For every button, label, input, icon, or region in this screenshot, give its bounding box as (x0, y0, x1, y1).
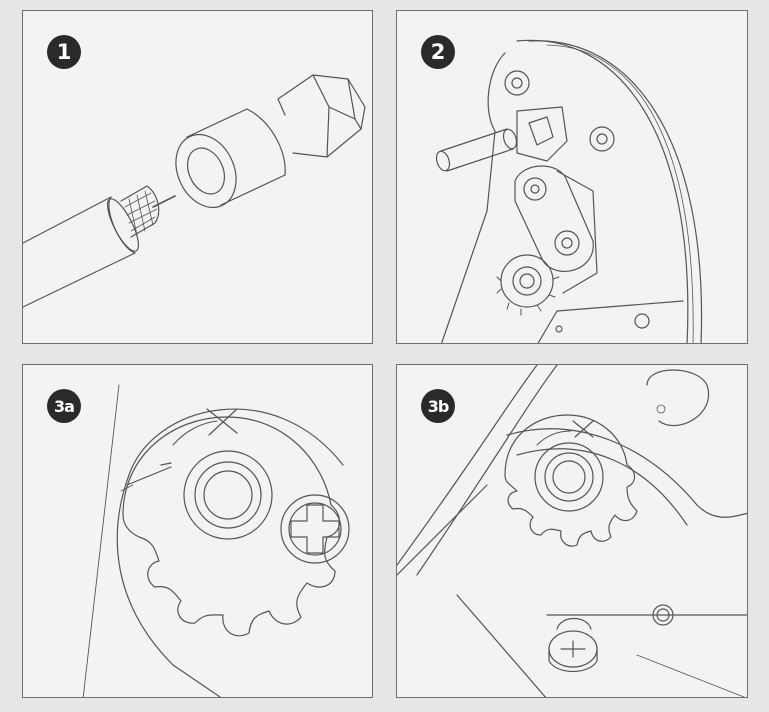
body-rivet (652, 604, 674, 626)
center-conductor (152, 195, 176, 208)
adjustment-gear (504, 414, 638, 547)
tool-body-lines (456, 594, 747, 697)
crimp-jaw (516, 106, 568, 162)
cable-braid (120, 185, 160, 238)
panel-step-3b: 3b (396, 364, 748, 698)
crimp-tool-illustration (435, 39, 703, 343)
body-rivets (504, 70, 650, 333)
gear-overview-illustration (397, 365, 747, 697)
tool-plate (82, 384, 344, 697)
scale-markings (120, 408, 238, 492)
tool-arms (397, 365, 747, 576)
adjustment-gear (496, 254, 560, 316)
locking-screw (280, 494, 350, 564)
step-number-badge: 3b (421, 389, 455, 423)
step-number-badge: 1 (47, 35, 81, 69)
tool-body (441, 39, 703, 343)
link-plate (514, 165, 598, 294)
coax-cable (23, 196, 140, 308)
panel-step-1: 1 (22, 10, 373, 344)
connector-sleeve (175, 108, 286, 209)
crimp-pin (435, 128, 518, 172)
panel-step-3a: 3a (22, 364, 373, 698)
body-rivet-inner (656, 608, 670, 622)
step-number-badge: 2 (421, 35, 455, 69)
connector-hex-nut (277, 74, 366, 158)
coax-connector-illustration (23, 74, 366, 308)
step-number-badge: 3a (47, 389, 81, 423)
gear-detail-illustration (82, 384, 350, 697)
locking-screw (548, 617, 598, 672)
adjustment-gear-large (122, 416, 341, 637)
panel-step-2: 2 (396, 10, 748, 344)
